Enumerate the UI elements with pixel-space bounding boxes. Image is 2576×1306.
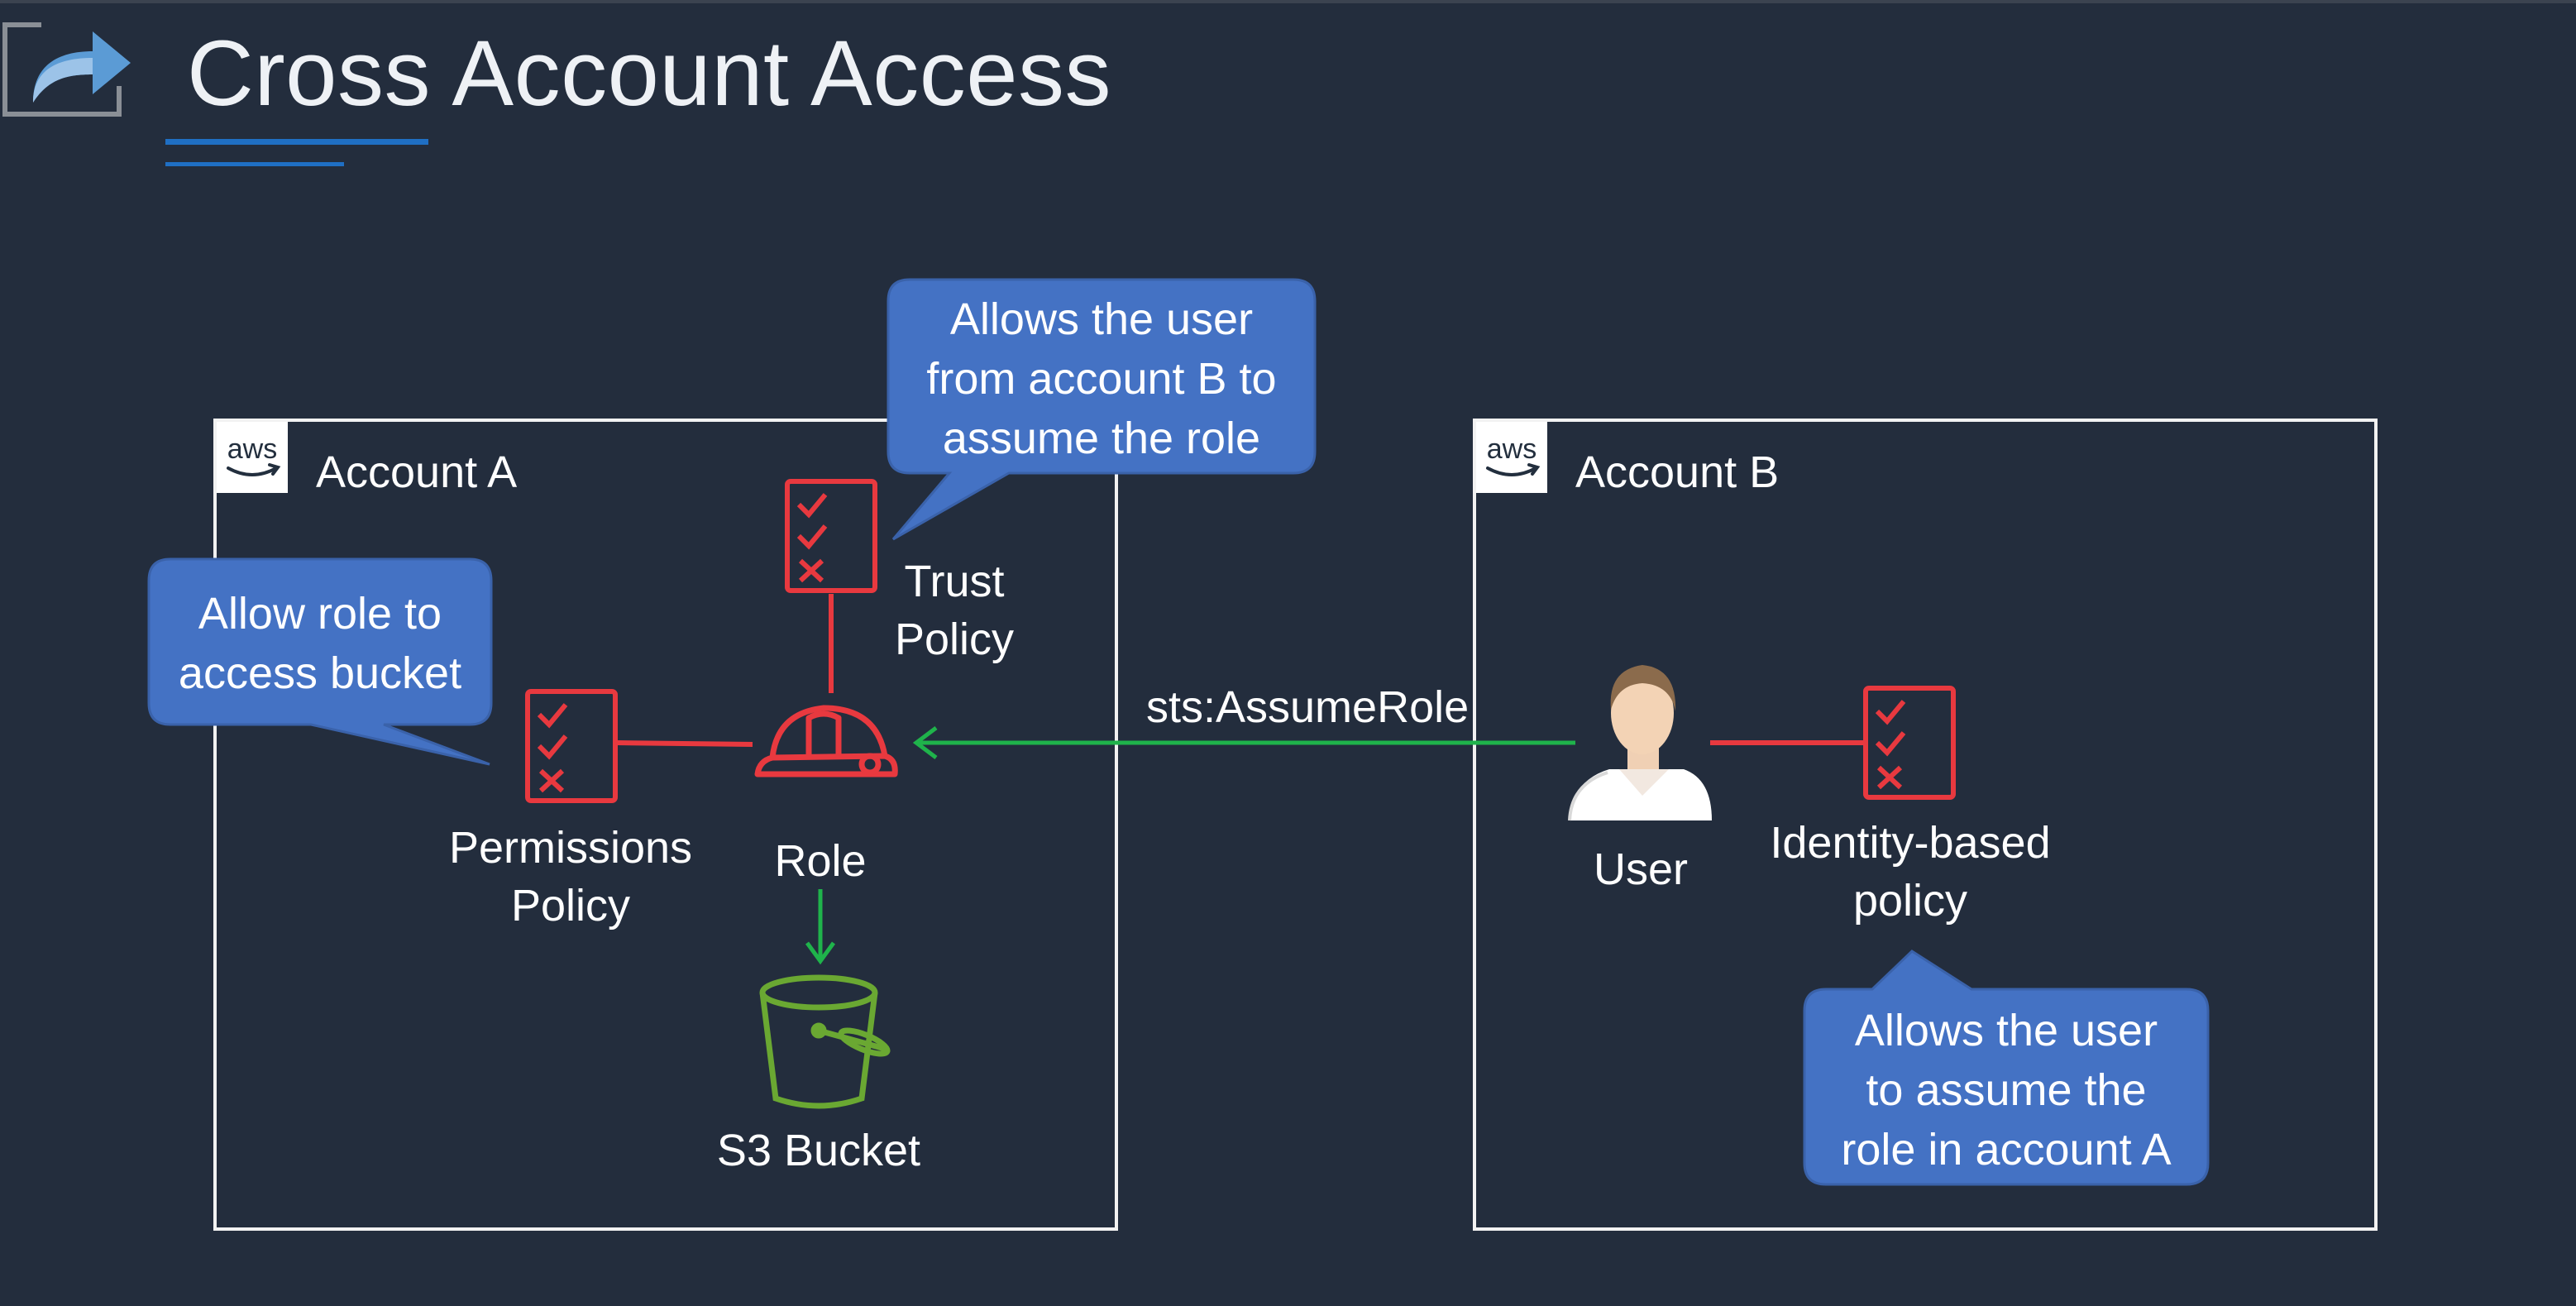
trust-policy-label: Trust Policy: [895, 557, 1015, 664]
permissions-policy-label: Permissions Policy: [448, 823, 693, 930]
aws-logo-icon: aws: [1476, 422, 1547, 493]
title-underline: [165, 139, 428, 145]
trust-callout-bubble: [887, 278, 1317, 541]
title-underline-short: [165, 162, 344, 166]
role-label: Role: [774, 836, 867, 886]
identity-callout-bubble: [1803, 950, 2210, 1186]
role-to-bucket-arrow: [805, 889, 836, 965]
aws-logo-icon: aws: [217, 422, 288, 493]
account-a-label: Account A: [316, 447, 518, 497]
svg-text:aws: aws: [1487, 433, 1537, 465]
s3-bucket-label: S3 Bucket: [716, 1126, 921, 1175]
assume-role-label: sts:AssumeRole: [1146, 682, 1470, 732]
trust-policy-icon: [785, 479, 877, 593]
s3-bucket-icon: [759, 974, 891, 1109]
identity-callout-text: Allows the user to assume the role in ac…: [1841, 1006, 2172, 1174]
user-label: User: [1593, 844, 1688, 894]
account-b-label: Account B: [1575, 447, 1780, 497]
identity-policy-icon: [1863, 686, 1956, 800]
permissions-to-role-connector: [616, 740, 753, 747]
share-arrow-icon: [2, 22, 131, 117]
user-avatar-icon: [1568, 665, 1712, 821]
account-a-box: aws Account A: [213, 419, 1118, 1231]
permissions-policy-icon: [525, 689, 618, 803]
top-border: [0, 0, 2576, 3]
page-title: Cross Account Access: [187, 22, 1112, 125]
permissions-callout-bubble: [147, 557, 493, 766]
account-b-box: aws Account B: [1473, 419, 2378, 1231]
trust-callout-text: Allows the user from account B to assume…: [926, 294, 1277, 463]
assume-role-arrow: [912, 726, 1575, 759]
role-hardhat-icon: [754, 705, 898, 777]
identity-policy-label: Identity-based policy: [1770, 818, 2051, 926]
svg-text:aws: aws: [227, 433, 277, 465]
permissions-callout-text: Allow role to access bucket: [178, 589, 462, 698]
